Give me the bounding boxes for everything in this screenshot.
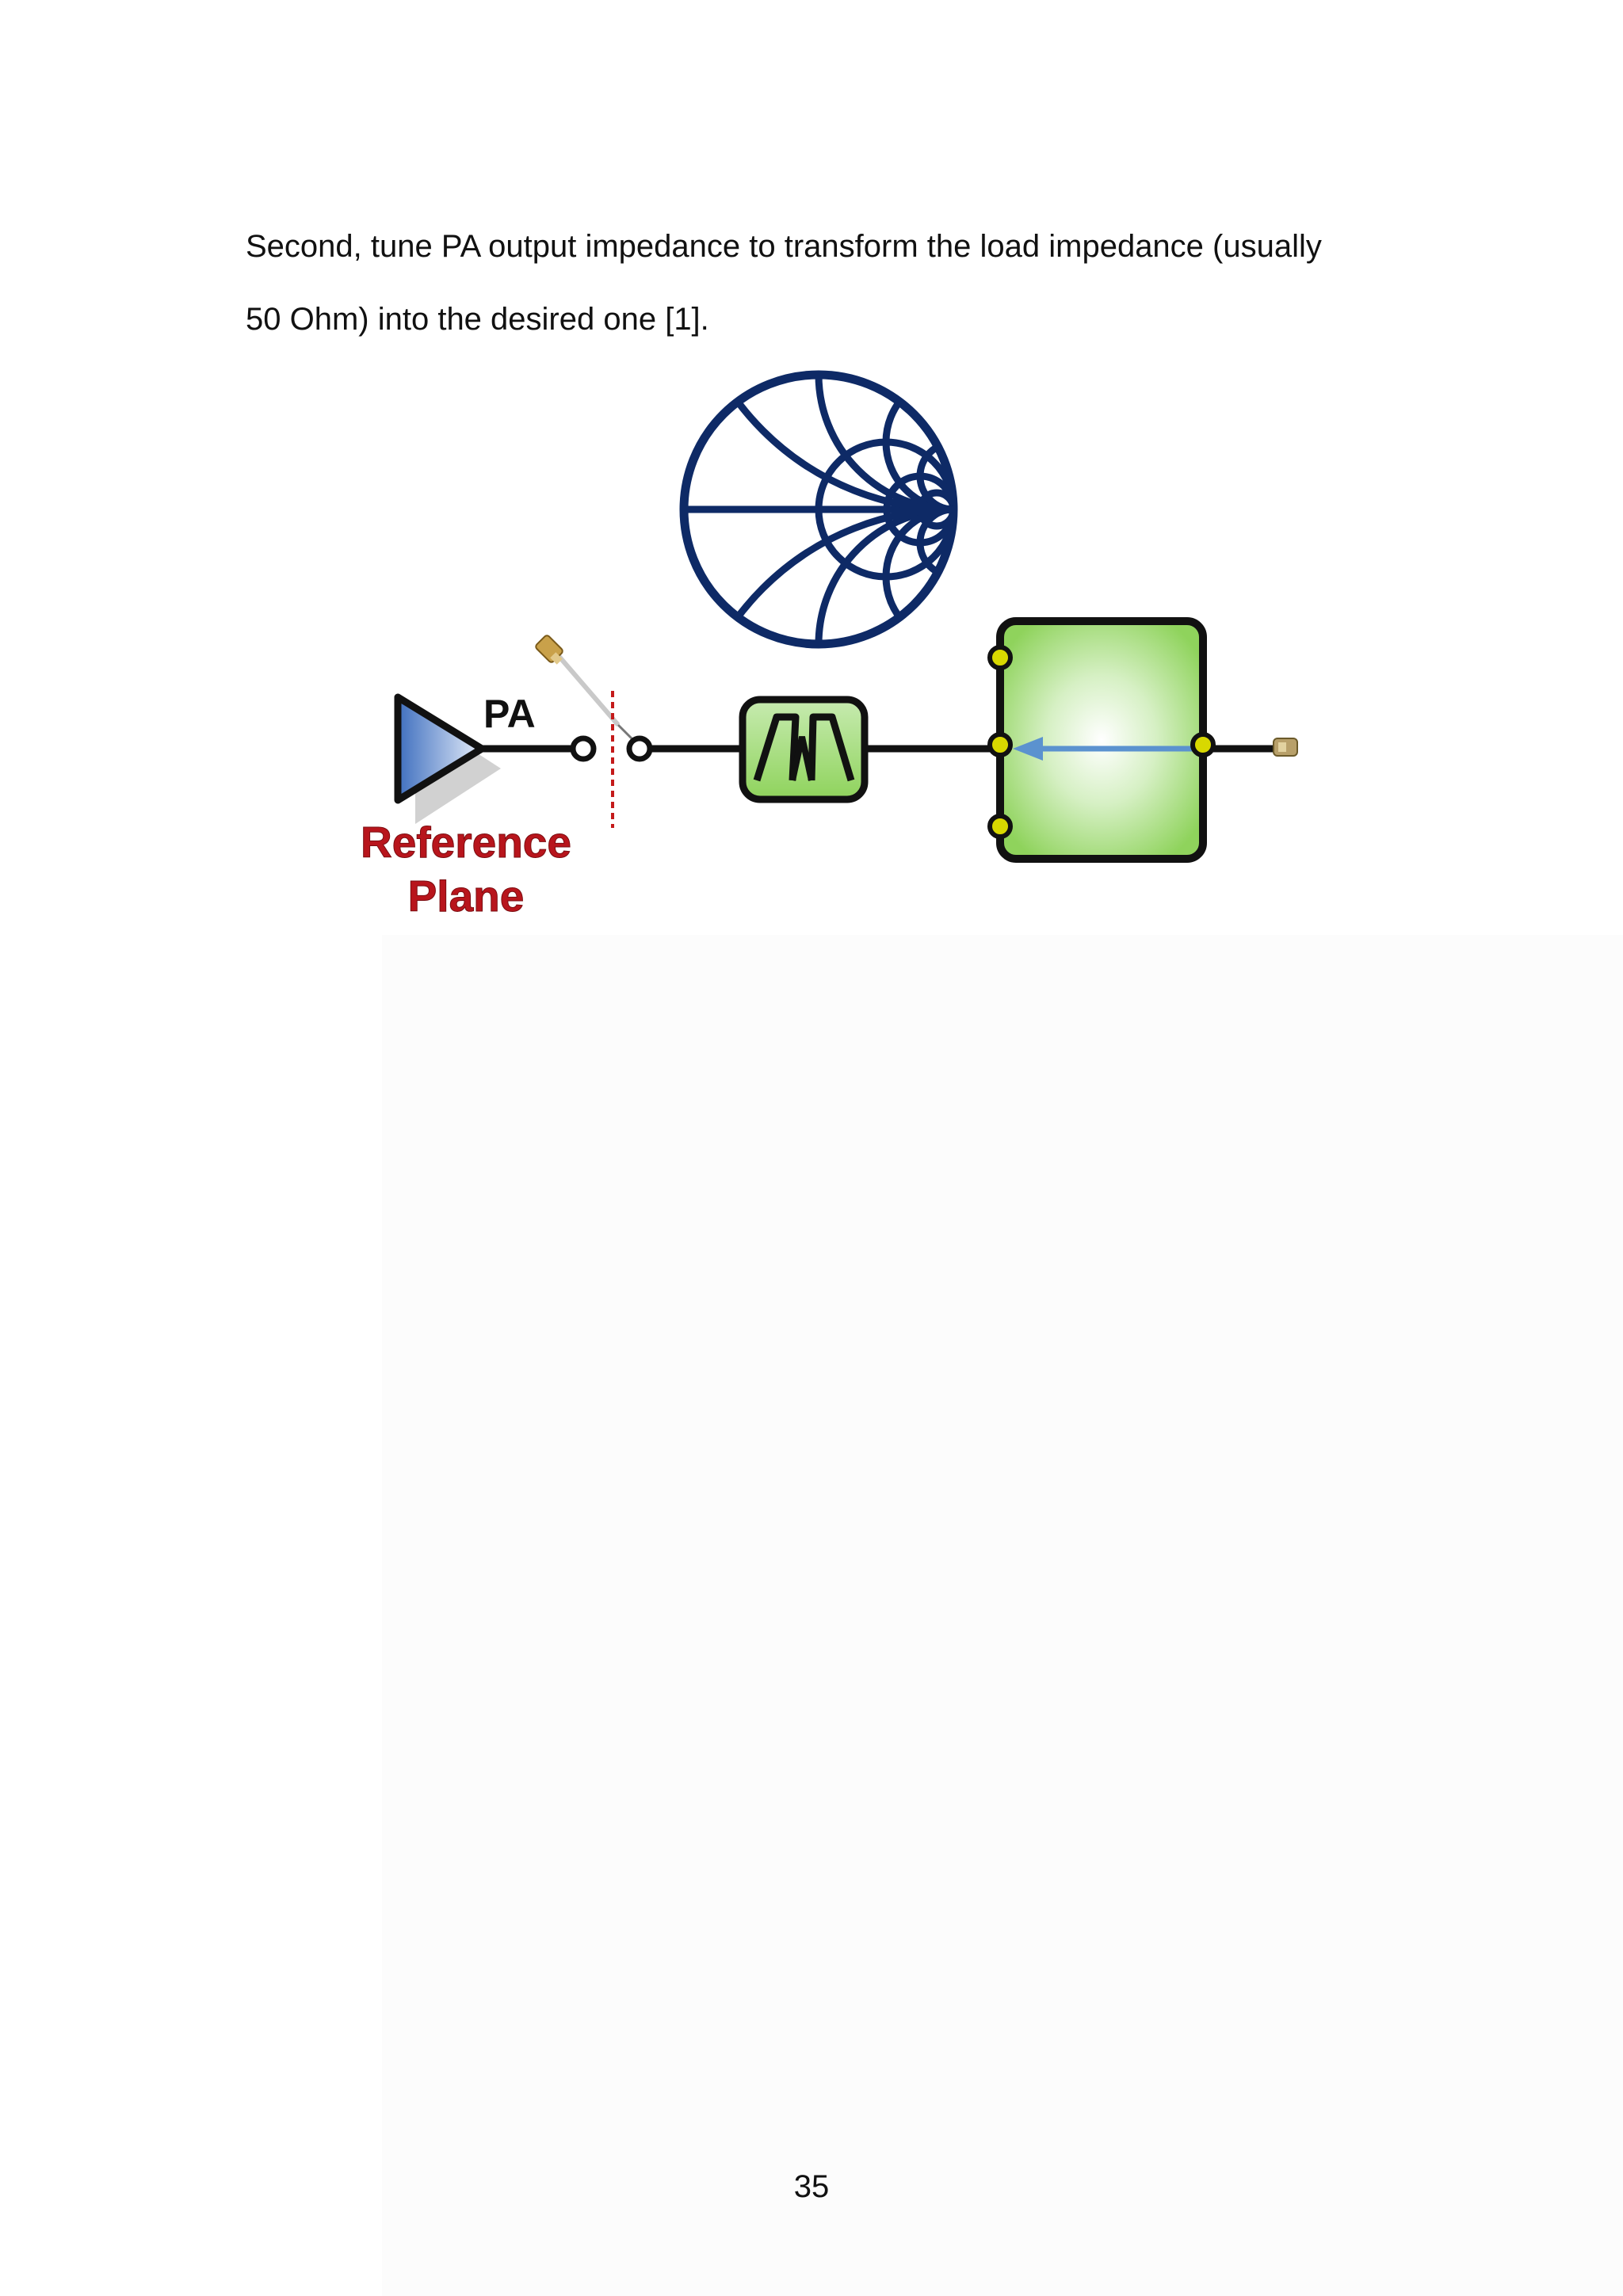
matching-network-icon — [987, 617, 1216, 863]
amplifier-icon — [394, 693, 501, 824]
input-terminal — [626, 735, 653, 762]
pa-matching-figure: PA Reference Plane — [361, 370, 1298, 921]
body-paragraph: Second, tune PA output impedance to tran… — [246, 210, 1411, 356]
reference-plane-label: Reference — [361, 818, 571, 867]
reference-plane-label: Plane — [408, 871, 525, 921]
page-shading — [382, 935, 1623, 2296]
paragraph-line: 50 Ohm) into the desired one [1]. — [246, 302, 709, 337]
pin — [987, 814, 1013, 839]
paragraph-line: Second, tune PA output impedance to tran… — [246, 229, 1322, 264]
smith-chart-icon — [679, 370, 958, 649]
pin — [987, 645, 1013, 670]
pin — [1190, 732, 1216, 757]
rf-connector-icon — [535, 635, 636, 742]
filter-icon — [739, 696, 869, 803]
page-number: 35 — [793, 2169, 830, 2204]
pa-label: PA — [483, 692, 536, 736]
pin — [987, 732, 1013, 757]
antenna-connector-icon — [1273, 738, 1298, 757]
pa-output-terminal — [570, 735, 597, 762]
